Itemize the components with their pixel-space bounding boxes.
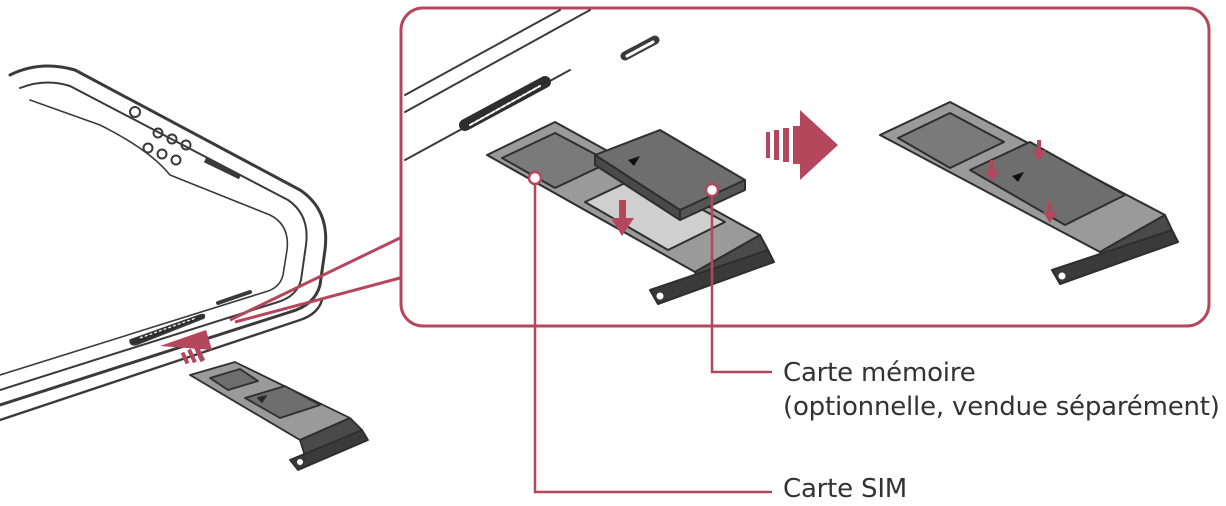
memory-pointer-dot: [704, 182, 720, 198]
down-arrow-icon: [611, 200, 634, 236]
step-arrow-icon: [766, 110, 838, 180]
zoom-tray-left: [486, 121, 775, 305]
memory-card-note: (optionnelle, vendue séparément): [783, 392, 1220, 422]
zoom-box: [399, 6, 1211, 328]
insert-arrow-icon: [160, 330, 212, 365]
phone-illustration: [0, 64, 328, 422]
phone-tray-slot: [129, 290, 252, 346]
sim-card-label: Carte SIM: [783, 474, 908, 504]
leader-lines: [533, 178, 772, 494]
seat-arrows-icon: [985, 140, 1057, 223]
phone-sensors: [129, 106, 242, 180]
small-tray: [189, 361, 369, 471]
zoom-tray-right: [879, 101, 1179, 285]
memory-card-label: Carte mémoire: [783, 358, 976, 388]
zoom-phone-edge: [404, 9, 660, 161]
zoom-callout-lines: [229, 236, 401, 324]
sim-pointer-dot: [527, 170, 543, 186]
